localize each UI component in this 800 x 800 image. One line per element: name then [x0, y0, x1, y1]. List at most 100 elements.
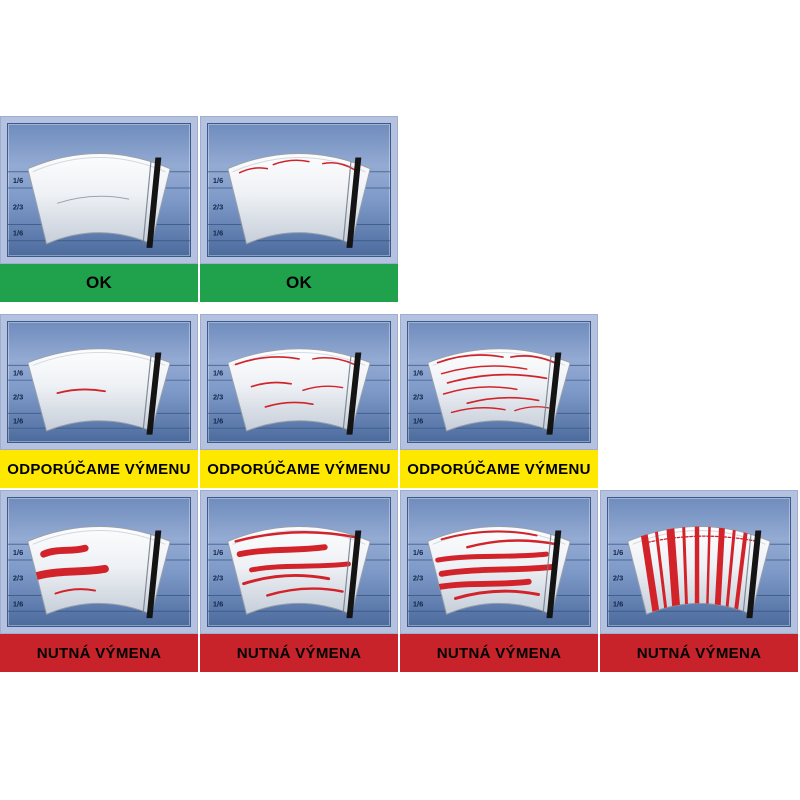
scale-label: 1/6: [413, 370, 423, 378]
scale-label: 1/6: [213, 176, 223, 185]
wear-streak: [234, 530, 358, 543]
windshield-view: 1/6 2/3 1/6: [407, 321, 591, 443]
scale-label: 2/3: [413, 574, 423, 583]
wiper-blade-icon: [146, 352, 162, 435]
scale-label: 1/6: [413, 548, 423, 557]
windshield-view: 1/6 2/3 1/6: [7, 123, 191, 257]
blade-shadow-line: [542, 356, 552, 432]
status-label-required: NUTNÁ VÝMENA: [600, 634, 798, 672]
scale-label: 1/6: [213, 599, 223, 608]
scale-label: 2/3: [213, 202, 223, 211]
wear-streak: [653, 526, 669, 615]
wiper-blade-icon: [346, 530, 362, 619]
wear-streak: [242, 573, 331, 586]
windshield-panel: 1/6 2/3 1/6: [400, 314, 598, 450]
wear-streak: [466, 396, 540, 405]
scale-label: 2/3: [13, 394, 23, 402]
status-label-ok: OK: [200, 264, 398, 302]
scale-label: 1/6: [613, 548, 623, 557]
blade-shadow-line: [342, 161, 352, 245]
windshield-graphic: 1/62/31/6: [8, 526, 190, 619]
wear-streak: [321, 162, 356, 171]
wear-streak: [438, 563, 556, 577]
wear-streak: [440, 365, 528, 375]
windshield-view: 1/6 2/3 1/6: [407, 497, 591, 627]
wiper-blade-icon: [346, 157, 362, 248]
wipe-area: [227, 153, 371, 245]
windshield-panel: 1/6 2/3 1/6: [400, 490, 598, 634]
windshield-panel: 1/6 2/3 1/6: [200, 116, 398, 264]
wear-streak: [436, 354, 504, 364]
wear-streak: [450, 407, 506, 414]
wear-streak: [453, 589, 541, 600]
status-label-required: NUTNÁ VÝMENA: [0, 634, 198, 672]
wear-streak: [642, 535, 758, 544]
status-label-recommend: ODPORÚČAME VÝMENU: [400, 450, 598, 488]
scale-label: 1/6: [413, 418, 423, 426]
wipe-area: [427, 348, 571, 432]
scale-label: 1/6: [613, 599, 623, 608]
windshield-graphic: 1/62/31/6: [8, 348, 190, 435]
wear-streak: [56, 388, 106, 394]
status-label-ok: OK: [0, 264, 198, 302]
wear-streak: [665, 526, 682, 615]
scale-label: 1/6: [213, 548, 223, 557]
status-label-required: NUTNÁ VÝMENA: [400, 634, 598, 672]
blade-shadow-line: [142, 534, 152, 616]
wear-streak: [272, 159, 310, 166]
scale-label: 2/3: [213, 394, 223, 402]
wear-streak: [466, 539, 558, 549]
scale-label: 1/6: [213, 370, 223, 378]
wear-streak: [264, 401, 314, 408]
windshield-panel: 1/6 2/3 1/6: [600, 490, 798, 634]
windshield-panel: 1/6 2/3 1/6: [200, 314, 398, 450]
wiper-blade-icon: [146, 530, 162, 619]
windshield-graphic: 1/6 2/3 1/6: [608, 526, 790, 619]
blade-shadow-line: [342, 534, 352, 616]
windshield-view: 1/6 2/3 1/6: [207, 321, 391, 443]
scale-label: 1/6: [13, 370, 23, 378]
wipe-area: [27, 153, 171, 245]
wear-streak: [54, 588, 97, 595]
scale-label: 2/3: [413, 394, 423, 402]
scale-label: 1/6: [13, 229, 23, 238]
blade-shadow-line: [142, 161, 152, 245]
wear-streak: [446, 373, 548, 384]
wear-streak: [250, 381, 292, 388]
wiper-blade-icon: [746, 530, 762, 619]
status-label-recommend: ODPORÚČAME VÝMENU: [0, 450, 198, 488]
scale-label: 2/3: [613, 574, 623, 583]
windshield-graphic: 1/6 2/3 1/6: [208, 348, 390, 435]
blade-shadow-line: [742, 534, 752, 616]
windshield-view: 1/6 2/3 1/6: [207, 123, 391, 257]
wipe-area: [227, 348, 371, 432]
wear-streak: [724, 526, 738, 615]
scale-label: 1/6: [413, 599, 423, 608]
scale-label: 1/6: [213, 418, 223, 426]
scale-label: 1/6: [213, 229, 223, 238]
scale-label: 2/3: [13, 202, 23, 211]
wear-streak: [266, 587, 344, 597]
windshield-graphic: 1/6 2/3 1/6: [408, 348, 590, 435]
windshield-graphic: 1/6 2/3 1/6: [208, 153, 390, 248]
wear-streak: [56, 195, 130, 204]
wear-streak: [440, 530, 538, 541]
windshield-view: 1/6 2/3 1/6: [607, 497, 791, 627]
scale-label: 1/6: [13, 176, 23, 185]
wear-streak: [732, 526, 750, 615]
wear-streak: [432, 578, 532, 591]
wear-streak: [435, 551, 549, 563]
